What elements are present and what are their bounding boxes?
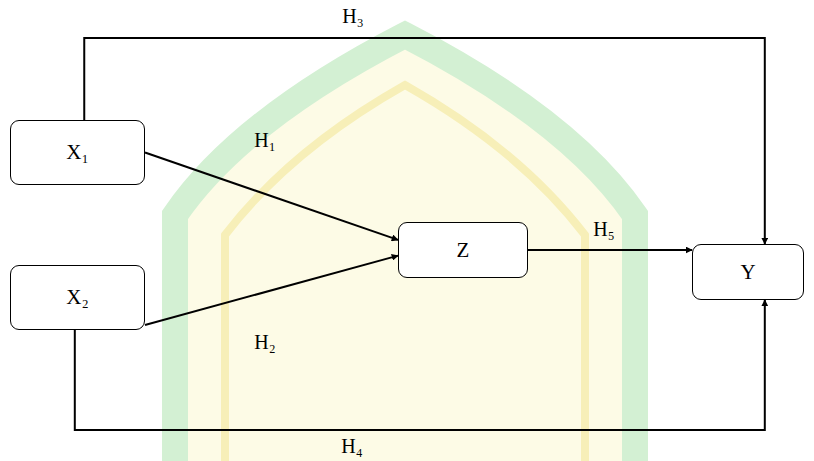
watermark-inner-arch	[225, 85, 585, 461]
hypothesis-label: H₄	[341, 435, 362, 458]
hypothesis-label: H₃	[342, 5, 363, 28]
variable-name: X₂	[66, 285, 89, 310]
hypothesis-arrow	[145, 153, 398, 240]
variable-box: X₁	[10, 120, 145, 185]
variable-box: X₂	[10, 265, 145, 330]
hypothesis-label: H₁	[254, 129, 275, 152]
hypothesis-label: H₅	[593, 218, 614, 241]
variable-name: Y	[740, 260, 755, 285]
hypothesis-arrow	[145, 256, 398, 325]
hypothesis-label: H₂	[254, 331, 275, 354]
variable-name: X₁	[66, 140, 89, 165]
variable-name: Z	[457, 238, 470, 263]
mediator-box: Z	[398, 222, 528, 278]
watermark-arch	[175, 35, 635, 461]
hypothesis-arrow	[75, 300, 765, 430]
outcome-box: Y	[692, 244, 804, 300]
hypothesis-arrow	[528, 249, 692, 251]
hypothesis-arrow	[84, 38, 765, 244]
